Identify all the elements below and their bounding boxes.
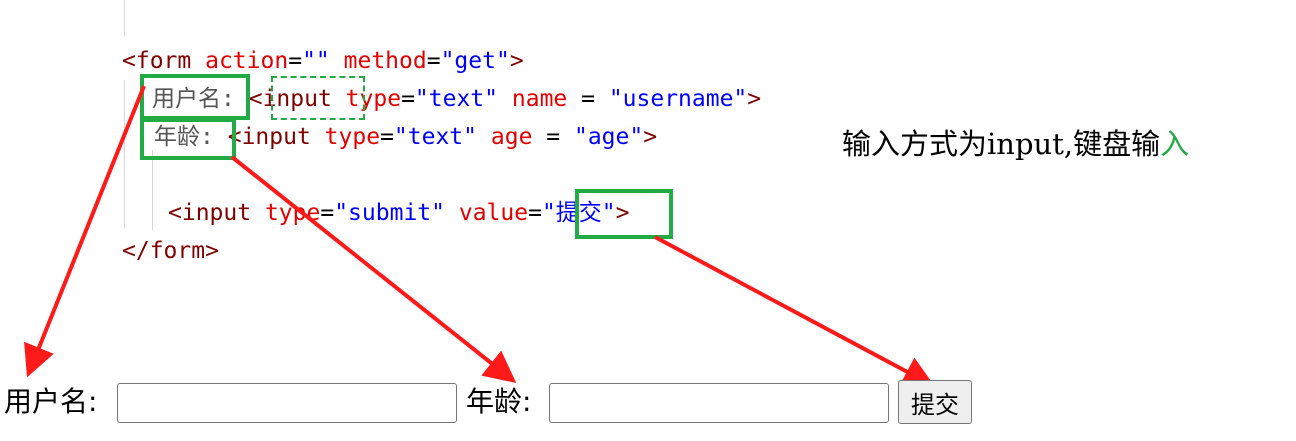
code-eq: = bbox=[320, 200, 335, 226]
code-attr: value bbox=[458, 200, 529, 226]
highlight-username-label bbox=[140, 74, 250, 120]
indent-guide bbox=[124, 0, 125, 36]
highlight-input-tag bbox=[271, 76, 365, 120]
preview-age-label: 年龄: bbox=[466, 385, 532, 418]
code-eq: = bbox=[426, 48, 441, 74]
preview-username-input[interactable] bbox=[117, 383, 457, 423]
code-attr: method bbox=[343, 48, 427, 74]
code-attr: name bbox=[511, 86, 568, 112]
code-tag: > bbox=[615, 200, 630, 226]
code-eq: = bbox=[401, 86, 415, 112]
code-line-age: 年龄: <input type="text" age = "age"> bbox=[154, 123, 657, 151]
code-attr: type bbox=[264, 200, 321, 226]
code-value: "" bbox=[302, 48, 330, 74]
code-line-form-open: <form action="" method="get"> bbox=[122, 47, 524, 75]
indent-guide bbox=[152, 150, 153, 230]
code-attr: type bbox=[345, 86, 402, 112]
annotation-note-accent: 入 bbox=[1160, 127, 1190, 161]
code-line-form-close: </form> bbox=[122, 237, 219, 265]
code-tag: <form bbox=[122, 48, 192, 74]
code-value: "get" bbox=[440, 48, 510, 74]
code-tag: > bbox=[747, 86, 762, 112]
highlight-submit-value bbox=[575, 189, 673, 239]
code-eq: = bbox=[380, 124, 394, 150]
code-line-username: 用户名: <input type="text" name = "username… bbox=[152, 85, 761, 113]
indent-guide bbox=[124, 80, 125, 228]
code-value: "username" bbox=[608, 86, 748, 112]
code-tag: <input bbox=[168, 200, 252, 226]
code-attr: action bbox=[205, 48, 289, 74]
code-attr: age bbox=[490, 124, 533, 150]
code-value: "submit" bbox=[334, 200, 445, 226]
preview-age-input[interactable] bbox=[549, 383, 889, 423]
code-eq: = bbox=[532, 124, 574, 150]
arrow-to-age-label bbox=[230, 155, 517, 383]
code-tag: > bbox=[643, 124, 658, 150]
code-value: "text" bbox=[393, 124, 478, 150]
code-tag: </form> bbox=[122, 238, 219, 264]
code-text-username-label: 用户名: bbox=[152, 86, 235, 112]
code-eq: = bbox=[567, 86, 609, 112]
code-tag: <input bbox=[227, 124, 311, 150]
code-value: "text" bbox=[414, 86, 499, 112]
code-line-submit: <input type="submit" value="提交"> bbox=[168, 199, 630, 227]
code-attr: type bbox=[324, 124, 381, 150]
code-text-age-label: 年龄: bbox=[154, 124, 214, 150]
preview-username-label: 用户名: bbox=[4, 385, 98, 418]
highlight-age-label bbox=[140, 118, 236, 160]
code-eq: = bbox=[288, 48, 303, 74]
code-tag: > bbox=[509, 48, 524, 74]
arrow-to-submit-button bbox=[654, 235, 936, 387]
annotation-note-text: 输入方式为input,键盘输 bbox=[842, 127, 1161, 161]
code-eq: = bbox=[528, 200, 542, 226]
arrow-to-username-label bbox=[24, 85, 146, 378]
code-tag: <input bbox=[248, 86, 332, 112]
preview-submit-button[interactable]: 提交 bbox=[898, 380, 972, 424]
annotation-note: 输入方式为input,键盘输入 bbox=[842, 126, 1189, 162]
code-value: "age" bbox=[573, 124, 644, 150]
